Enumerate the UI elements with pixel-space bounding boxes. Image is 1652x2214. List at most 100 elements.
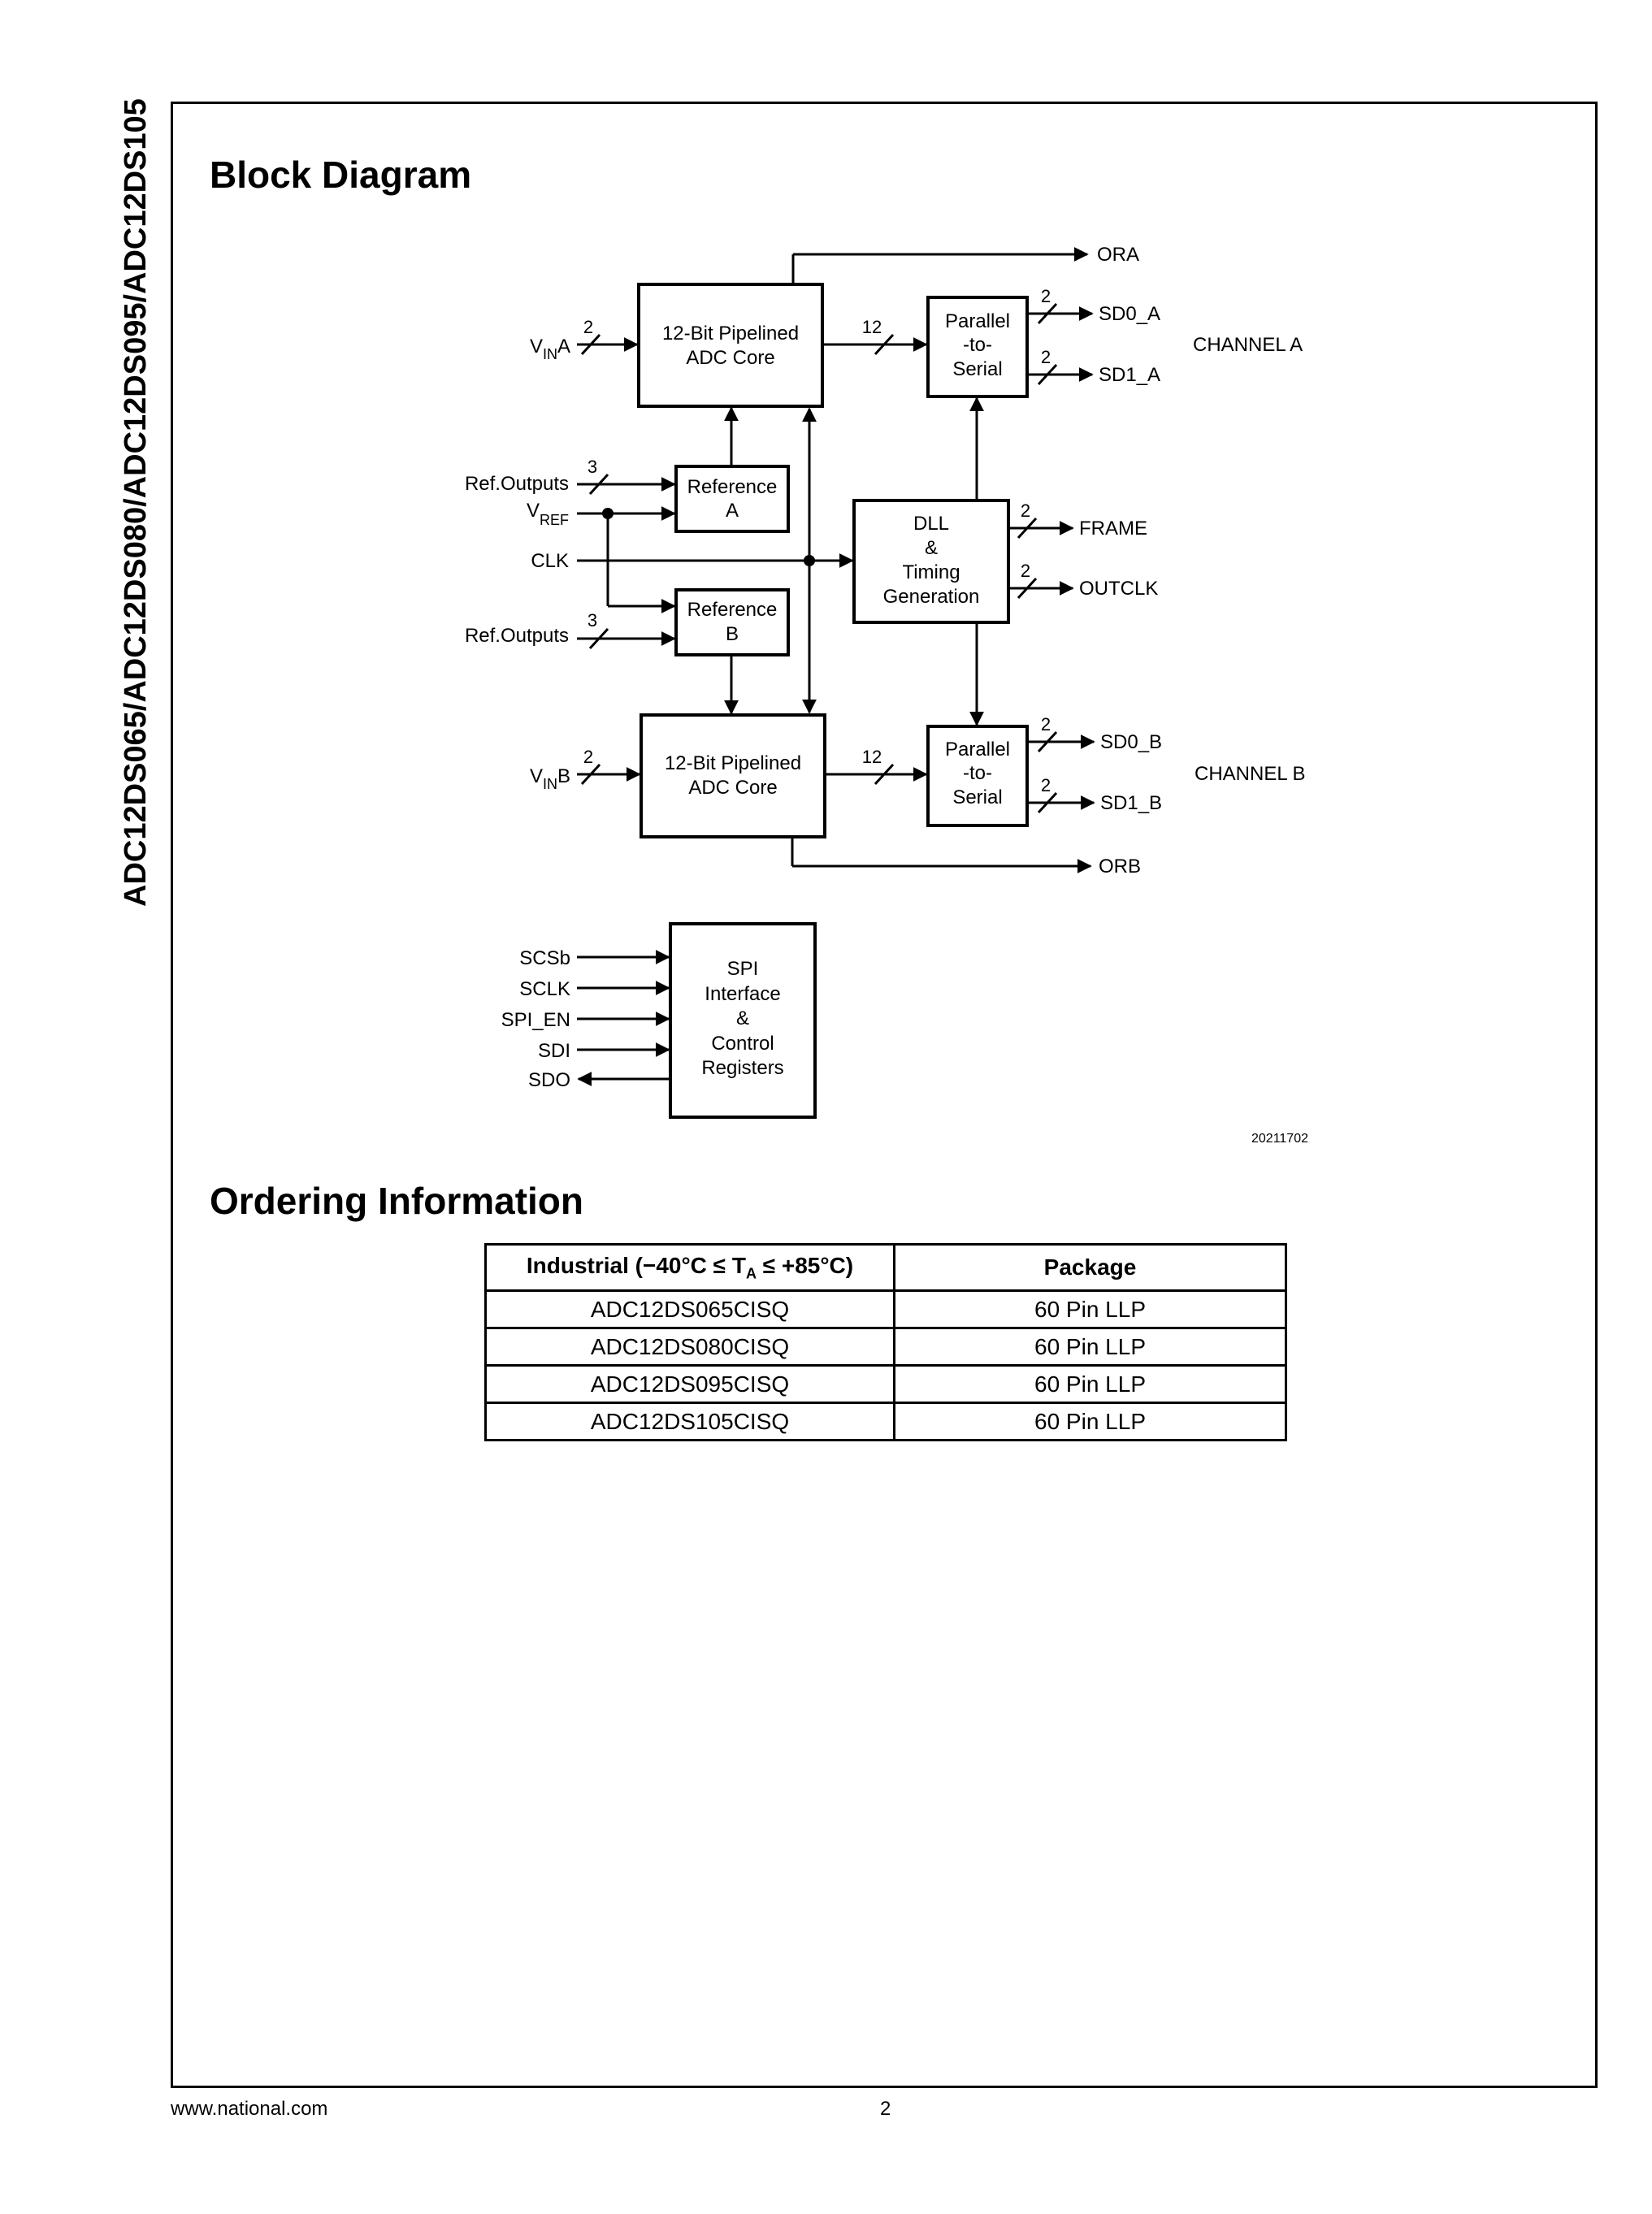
spi-label-2: Interface xyxy=(705,983,780,1005)
sd0-a-bus-slash xyxy=(1037,302,1058,325)
adc-a-label-2: ADC Core xyxy=(686,347,774,369)
part-number-cell: ADC12DS095CISQ xyxy=(484,1364,895,1404)
ref-a-label-2: A xyxy=(726,500,739,522)
spi-label-5: Registers xyxy=(701,1057,783,1079)
spi-en-label: SPI_EN xyxy=(501,1009,570,1031)
table-header-package: Package xyxy=(893,1243,1287,1292)
block-outlines xyxy=(637,283,1029,1119)
channel-a-label: CHANNEL A xyxy=(1193,334,1303,356)
ref-b-label-2: B xyxy=(726,623,739,645)
sd0-a-width: 2 xyxy=(1041,286,1051,306)
input-signal-labels: VINA Ref.Outputs VREF CLK Ref.Outputs VI… xyxy=(465,336,570,1091)
channel-b-label: CHANNEL B xyxy=(1195,763,1305,785)
adc-a-bus-slash xyxy=(874,333,895,356)
dll-label-1: DLL xyxy=(913,513,949,535)
adc-a-out-width: 12 xyxy=(862,317,882,337)
ref-outputs-a-bus-slash xyxy=(588,473,609,496)
package-cell: 60 Pin LLP xyxy=(893,1327,1287,1367)
ps-b-label-3: Serial xyxy=(952,786,1002,808)
vin-b-bus-slash xyxy=(580,763,601,786)
vref-junction-dot xyxy=(602,508,614,519)
ref-b-label-1: Reference xyxy=(687,599,778,621)
footer-website-link[interactable]: www.national.com xyxy=(171,2098,328,2120)
sd0-a-label: SD0_A xyxy=(1099,303,1160,325)
table-row: ADC12DS080CISQ 60 Pin LLP xyxy=(484,1327,1287,1367)
frame-width: 2 xyxy=(1021,500,1030,521)
parallel-to-serial-a-block xyxy=(926,296,1029,398)
table-row: ADC12DS065CISQ 60 Pin LLP xyxy=(484,1289,1287,1329)
ordering-information-title: Ordering Information xyxy=(210,1180,583,1222)
ref-outputs-b-label: Ref.Outputs xyxy=(465,625,569,647)
vin-a-width: 2 xyxy=(583,317,593,337)
dll-label-4: Generation xyxy=(883,586,980,608)
adc-a-label-1: 12-Bit Pipelined xyxy=(662,323,799,344)
ref-outputs-b-bus-slash xyxy=(588,627,609,650)
sd1-b-label: SD1_B xyxy=(1100,792,1162,814)
outclk-label: OUTCLK xyxy=(1079,578,1158,600)
ora-label: ORA xyxy=(1097,244,1139,266)
sd1-b-bus-slash xyxy=(1037,791,1058,814)
table-row: ADC12DS105CISQ 60 Pin LLP xyxy=(484,1402,1287,1441)
outclk-bus-slash xyxy=(1017,577,1038,600)
vin-a-label: VINA xyxy=(530,336,570,362)
scsb-label: SCSb xyxy=(519,947,570,969)
dll-label-3: Timing xyxy=(902,561,960,583)
table-header-industrial: Industrial (−40°C ≤ TA ≤ +85°C) xyxy=(484,1243,895,1292)
block-labels: 12-Bit Pipelined ADC Core 12-Bit Pipelin… xyxy=(662,310,1010,1079)
sd1-a-bus-slash xyxy=(1037,363,1058,386)
figure-id: 20211702 xyxy=(1251,1132,1308,1146)
dll-label-2: & xyxy=(925,537,938,559)
spi-label-1: SPI xyxy=(727,958,759,980)
sclk-label: SCLK xyxy=(519,978,570,1000)
part-number-cell: ADC12DS065CISQ xyxy=(484,1289,895,1329)
table-header-row: Industrial (−40°C ≤ TA ≤ +85°C) Package xyxy=(484,1243,1287,1292)
junction-dots xyxy=(602,508,815,566)
part-number-cell: ADC12DS105CISQ xyxy=(484,1402,895,1441)
sdi-label: SDI xyxy=(538,1040,570,1062)
signal-lines xyxy=(577,247,1095,1086)
frame-label: FRAME xyxy=(1079,518,1147,539)
ps-a-label-1: Parallel xyxy=(945,310,1010,332)
ps-a-label-3: Serial xyxy=(952,358,1002,380)
adc-core-a-block xyxy=(637,283,824,408)
vref-label: VREF xyxy=(527,500,569,528)
output-signal-labels: ORA SD0_A SD1_A CHANNEL A FRAME OUTCLK S… xyxy=(1079,244,1305,877)
sd0-b-label: SD0_B xyxy=(1100,731,1162,753)
ref-outputs-a-label: Ref.Outputs xyxy=(465,473,569,495)
package-cell: 60 Pin LLP xyxy=(893,1289,1287,1329)
ordering-table: Industrial (−40°C ≤ TA ≤ +85°C) Package … xyxy=(484,1243,1287,1441)
sd1-a-width: 2 xyxy=(1041,347,1051,367)
sd0-b-bus-slash xyxy=(1037,730,1058,753)
spi-control-block xyxy=(669,922,817,1119)
ps-a-label-2: -to- xyxy=(963,334,992,356)
adc-b-out-width: 12 xyxy=(862,747,882,767)
ps-b-label-2: -to- xyxy=(963,762,992,784)
page-frame xyxy=(171,102,1598,2088)
sd1-b-width: 2 xyxy=(1041,775,1051,795)
page-number: 2 xyxy=(880,2098,891,2120)
spi-label-3: & xyxy=(736,1007,749,1029)
sdo-label: SDO xyxy=(528,1069,570,1091)
orb-label: ORB xyxy=(1099,856,1141,877)
dll-timing-block xyxy=(852,499,1010,624)
bus-width-labels: 2 12 2 2 3 2 2 3 2 2 12 2 xyxy=(583,286,1051,795)
block-diagram-title: Block Diagram xyxy=(210,154,472,196)
vin-b-label: VINB xyxy=(530,765,570,792)
sd1-a-label: SD1_A xyxy=(1099,364,1160,386)
ps-b-label-1: Parallel xyxy=(945,739,1010,760)
package-cell: 60 Pin LLP xyxy=(893,1402,1287,1441)
frame-bus-slash xyxy=(1017,517,1038,539)
package-cell: 60 Pin LLP xyxy=(893,1364,1287,1404)
adc-b-label-2: ADC Core xyxy=(688,777,777,799)
clk-junction-dot xyxy=(804,555,815,566)
outclk-width: 2 xyxy=(1021,561,1030,581)
ref-a-width: 3 xyxy=(588,457,597,477)
part-number-cell: ADC12DS080CISQ xyxy=(484,1327,895,1367)
sd0-b-width: 2 xyxy=(1041,714,1051,734)
spi-label-4: Control xyxy=(711,1033,774,1055)
adc-b-bus-slash xyxy=(874,763,895,786)
block-diagram: 12-Bit Pipelined ADC Core 12-Bit Pipelin… xyxy=(465,244,1305,1119)
adc-b-label-1: 12-Bit Pipelined xyxy=(665,752,801,774)
vin-b-width: 2 xyxy=(583,747,593,767)
parallel-to-serial-b-block xyxy=(926,725,1029,827)
